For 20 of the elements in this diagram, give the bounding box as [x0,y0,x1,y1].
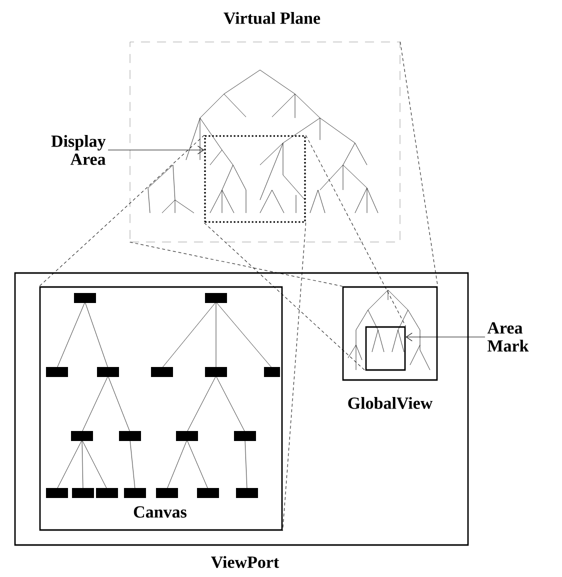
canvas-box [39,286,283,531]
area-mark-box [365,326,406,371]
virtual-plane-box [130,12,400,242]
globalview-box [342,286,438,410]
plane-title: Virtual Plane [224,12,320,24]
canvas-title: Canvas [134,506,186,518]
leader-line [406,332,486,342]
projection-line [39,134,204,287]
label: Area Mark [487,322,529,352]
projection-line [204,222,366,371]
projection-line [282,222,306,531]
globalview-title: GlobalView [348,396,433,410]
leader-line [108,146,204,154]
projection-line [400,42,438,287]
projection-line [130,242,343,287]
projection-line [306,134,406,327]
viewport-box [14,272,469,568]
label: Display Area [51,135,106,165]
viewport-title: ViewPort [211,556,280,568]
display-area-box [204,135,306,223]
